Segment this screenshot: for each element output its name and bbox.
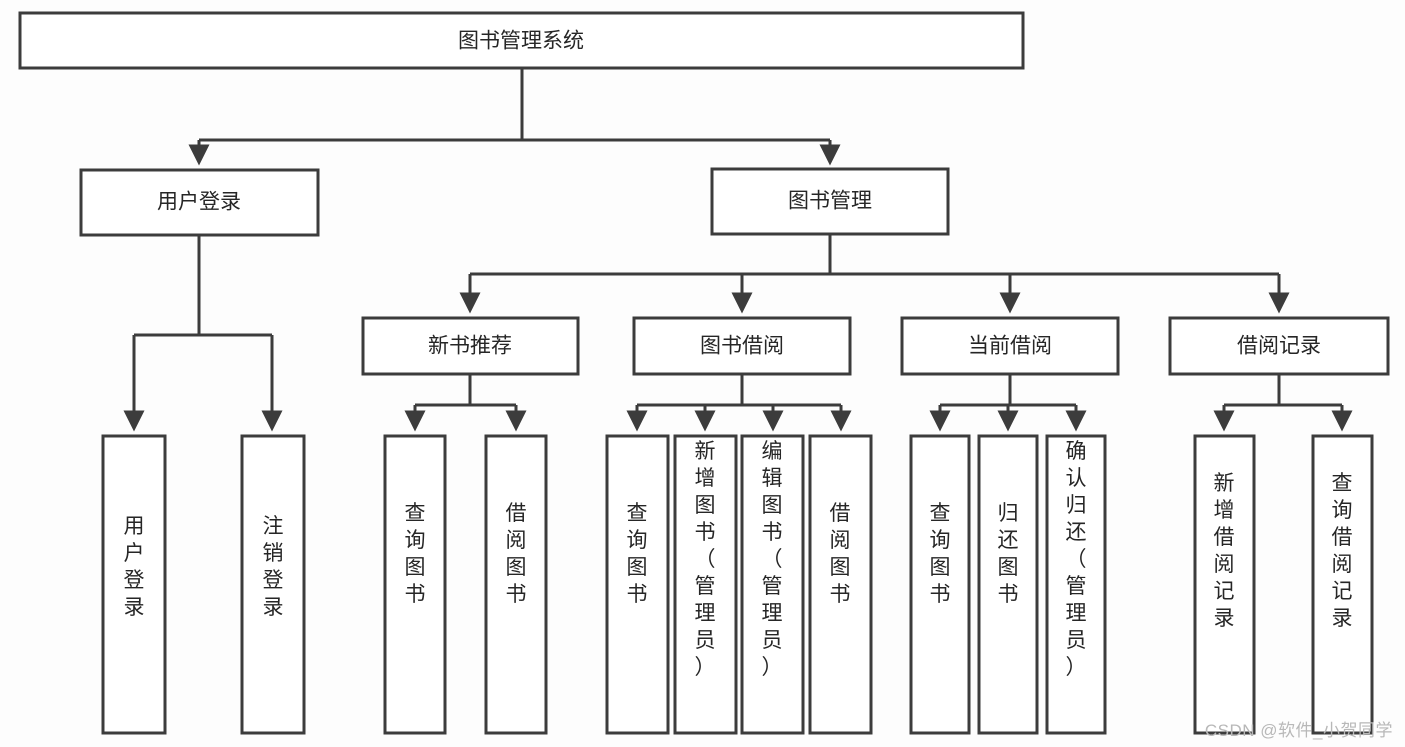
- leaf-current-borrow-0[interactable]: 查询图书: [909, 434, 971, 735]
- leaf-new-book-0-label: 查询图书: [405, 502, 426, 606]
- node-root[interactable]: 图书管理系统: [18, 11, 1025, 70]
- leaf-borrow-record-0-label: 新增借阅记录: [1214, 472, 1235, 630]
- leaf-new-book-0[interactable]: 查询图书: [383, 434, 447, 735]
- leaf-new-book-1[interactable]: 借阅图书: [484, 434, 548, 735]
- node-borrow-record[interactable]: 借阅记录: [1168, 316, 1390, 376]
- node-book-management-label: 图书管理: [788, 190, 872, 213]
- node-book-borrow-label: 图书借阅: [700, 335, 784, 358]
- connector-currentborrow-to-leaves: [929, 374, 1087, 432]
- connector-newbook-to-leaves: [404, 374, 527, 432]
- connector-bookborrow-to-leaves: [626, 374, 852, 432]
- connector-root-to-level2: [188, 68, 841, 166]
- leaf-user-login-0-label: 用户登录: [124, 515, 145, 619]
- node-user-login-label: 用户登录: [157, 191, 241, 214]
- leaf-current-borrow-0-label: 查询图书: [930, 502, 951, 606]
- leaf-user-login-1[interactable]: 注销登录: [240, 434, 306, 735]
- leaf-borrow-record-1-label: 查询借阅记录: [1332, 472, 1353, 630]
- leaf-current-borrow-1-label: 归还图书: [998, 502, 1019, 606]
- leaf-book-borrow-3-label: 借阅图书: [830, 502, 851, 606]
- leaf-current-borrow-2-label: 确认归还（管理员）: [1066, 440, 1087, 679]
- leaf-book-borrow-0-label: 查询图书: [627, 502, 648, 606]
- leaf-current-borrow-2[interactable]: 确认归还（管理员）: [1045, 434, 1107, 735]
- leaf-book-borrow-1-label: 新增图书（管理员）: [695, 440, 716, 679]
- connector-userlogin-to-leaves: [123, 235, 283, 432]
- leaf-user-login-1-label: 注销登录: [263, 515, 284, 619]
- node-book-borrow[interactable]: 图书借阅: [632, 316, 852, 376]
- leaf-book-borrow-0[interactable]: 查询图书: [605, 434, 670, 735]
- connector-borrowrecord-to-leaves: [1213, 374, 1353, 432]
- leaf-book-borrow-2-label: 编辑图书（管理员）: [762, 440, 783, 679]
- csdn-watermark: CSDN @软件_小贺同学: [1204, 721, 1393, 740]
- leaf-book-borrow-2[interactable]: 编辑图书（管理员）: [740, 434, 805, 735]
- connector-bookmgmt-to-level3: [459, 234, 1290, 314]
- node-current-borrow-label: 当前借阅: [968, 335, 1052, 358]
- node-root-label: 图书管理系统: [458, 30, 584, 53]
- leaf-borrow-record-1[interactable]: 查询借阅记录: [1311, 434, 1374, 735]
- node-new-book-recommend[interactable]: 新书推荐: [361, 316, 580, 376]
- leaf-borrow-record-0[interactable]: 新增借阅记录: [1193, 434, 1256, 735]
- leaf-current-borrow-1[interactable]: 归还图书: [977, 434, 1039, 735]
- node-new-book-recommend-label: 新书推荐: [428, 335, 512, 358]
- leaf-book-borrow-1[interactable]: 新增图书（管理员）: [673, 434, 738, 735]
- node-borrow-record-label: 借阅记录: [1237, 335, 1321, 358]
- leaf-book-borrow-3[interactable]: 借阅图书: [808, 434, 873, 735]
- node-user-login[interactable]: 用户登录: [79, 168, 320, 237]
- node-book-management[interactable]: 图书管理: [710, 167, 950, 236]
- node-current-borrow[interactable]: 当前借阅: [900, 316, 1120, 376]
- leaf-new-book-1-label: 借阅图书: [506, 502, 527, 606]
- leaf-user-login-0[interactable]: 用户登录: [101, 434, 167, 735]
